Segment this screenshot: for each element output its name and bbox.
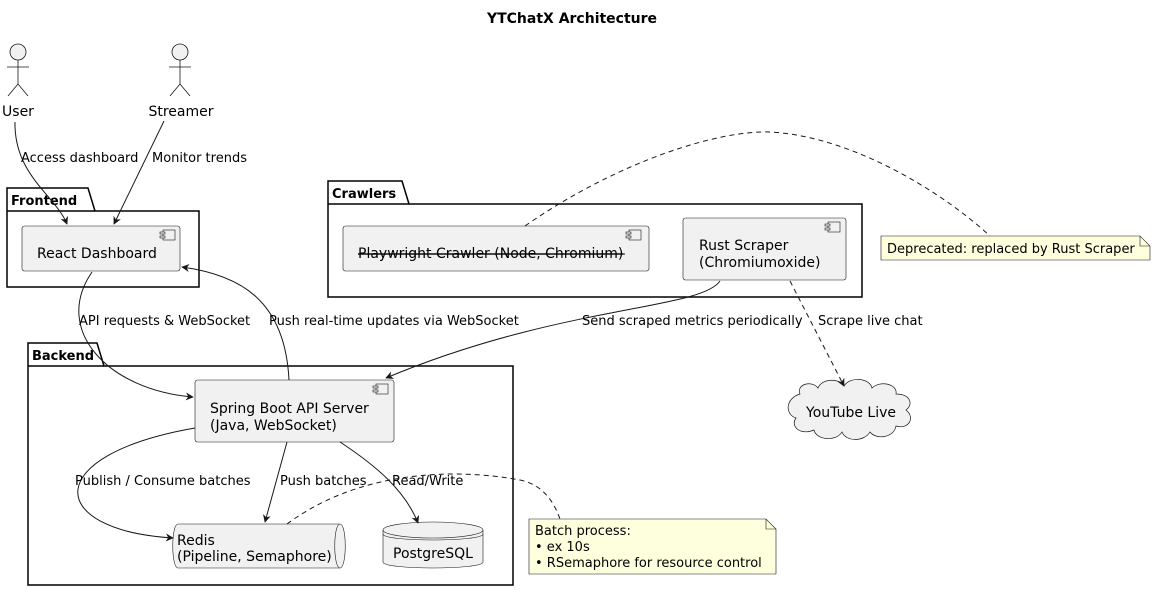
note-deprecated: Deprecated: replaced by Rust Scraper	[880, 235, 1151, 261]
redis-label-line2: (Pipeline, Semaphore)	[177, 549, 332, 565]
queue-redis: Redis (Pipeline, Semaphore)	[172, 523, 346, 569]
edge-push-batches: Push batches	[263, 441, 367, 523]
note-batch: Batch process: • ex 10s • RSemaphore for…	[528, 518, 777, 575]
youtube-live-label: YouTube Live	[805, 405, 896, 421]
package-backend-label: Backend	[32, 349, 94, 364]
note-batch-line1: Batch process:	[535, 524, 631, 539]
note-connector-deprecated	[524, 131, 991, 237]
edge-publish-consume-label: Publish / Consume batches	[75, 474, 251, 489]
edge-read-write-label: Read/Write	[392, 474, 463, 489]
component-playwright-crawler: Playwright Crawler (Node, Chromium)	[342, 225, 650, 272]
package-frontend-label: Frontend	[11, 194, 77, 209]
edge-monitor-trends: Monitor trends	[113, 120, 247, 225]
component-icon	[824, 221, 841, 233]
actor-streamer: Streamer	[148, 43, 214, 120]
diagram-title: YTChatX Architecture	[486, 11, 657, 27]
actor-user-label: User	[2, 104, 34, 120]
actor-user: User	[2, 43, 34, 120]
database-postgresql: PostgreSQL	[382, 521, 484, 569]
edge-send-scraped: Send scraped metrics periodically	[385, 280, 803, 379]
package-backend: Backend	[27, 342, 514, 586]
spring-api-label-line1: Spring Boot API Server	[210, 401, 369, 417]
edge-read-write: Read/Write	[339, 441, 463, 524]
package-crawlers-label: Crawlers	[332, 187, 396, 202]
edge-scrape-live-chat: Scrape live chat	[789, 280, 923, 387]
redis-label-line1: Redis	[177, 533, 215, 549]
cloud-youtube-live: YouTube Live	[787, 379, 911, 440]
note-deprecated-text: Deprecated: replaced by Rust Scraper	[887, 242, 1135, 257]
edge-push-batches-label: Push batches	[280, 474, 367, 489]
edge-monitor-trends-label: Monitor trends	[152, 151, 247, 166]
react-dashboard-label: React Dashboard	[37, 246, 157, 262]
edge-api-requests: API requests & WebSocket	[78, 271, 250, 401]
note-batch-line2: • ex 10s	[535, 540, 590, 555]
edge-scrape-live-chat-label: Scrape live chat	[818, 314, 923, 329]
edge-send-scraped-label: Send scraped metrics periodically	[582, 314, 803, 329]
component-react-dashboard: React Dashboard	[21, 225, 181, 272]
edge-push-realtime: Push real-time updates via WebSocket	[181, 264, 519, 381]
component-rust-scraper: Rust Scraper (Chromiumoxide)	[682, 217, 847, 281]
component-icon	[372, 383, 389, 395]
edge-publish-consume: Publish / Consume batches	[75, 427, 251, 542]
edge-access-dashboard: Access dashboard	[14, 121, 138, 225]
edge-api-requests-label: API requests & WebSocket	[79, 314, 250, 329]
rust-scraper-label-line2: (Chromiumoxide)	[699, 255, 820, 271]
component-icon	[159, 229, 176, 241]
component-icon	[625, 229, 642, 241]
edge-access-dashboard-label: Access dashboard	[21, 151, 138, 166]
note-batch-line3: • RSemaphore for resource control	[535, 556, 762, 571]
spring-api-label-line2: (Java, WebSocket)	[210, 418, 337, 434]
package-frontend: Frontend	[6, 187, 200, 288]
component-spring-api: Spring Boot API Server (Java, WebSocket)	[194, 379, 395, 443]
package-crawlers: Crawlers	[327, 180, 863, 298]
postgresql-label: PostgreSQL	[393, 546, 473, 562]
actor-streamer-label: Streamer	[148, 104, 213, 120]
edge-push-realtime-label: Push real-time updates via WebSocket	[269, 314, 519, 329]
rust-scraper-label-line1: Rust Scraper	[699, 238, 789, 254]
